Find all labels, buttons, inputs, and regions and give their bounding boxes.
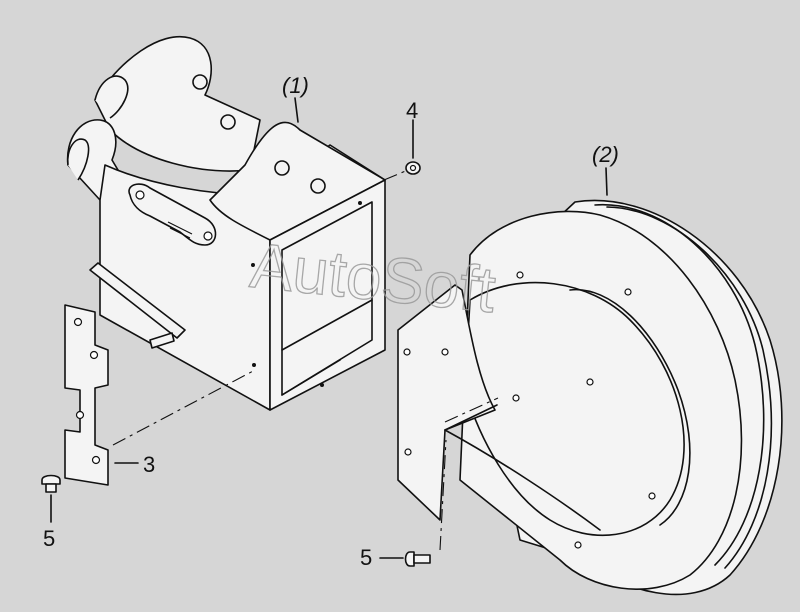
rivet-head xyxy=(404,551,415,567)
part-3-bracket xyxy=(64,304,109,486)
part-5-rivet-bottom xyxy=(404,551,431,567)
stud xyxy=(220,114,236,130)
bracket-hole xyxy=(203,231,213,241)
rivet-shank xyxy=(45,483,57,493)
centerline-plate xyxy=(444,397,499,423)
duct-upper-mouth xyxy=(94,75,129,119)
ring-bolt-hole xyxy=(624,288,632,296)
centerline-rivet xyxy=(439,439,447,551)
ring-rim-line-2 xyxy=(606,206,773,569)
rail-pin xyxy=(149,332,175,349)
callout-part-5-left: 5 xyxy=(43,526,55,551)
plate-bolt-hole xyxy=(441,348,449,356)
box-hole xyxy=(320,383,324,387)
ring-bolt-hole xyxy=(574,541,582,549)
box-inner-floor xyxy=(281,299,373,396)
centerline-washer xyxy=(383,169,409,181)
ring-bolt-hole xyxy=(512,394,520,402)
bracket-plate-hole xyxy=(75,410,85,420)
leader-1 xyxy=(294,97,299,123)
duct-lower-mouth xyxy=(66,138,90,181)
bracket-plate-hole xyxy=(73,317,83,327)
plate-fold-line xyxy=(444,404,498,431)
ring-bolt-hole xyxy=(586,378,594,386)
bracket-plate-hole xyxy=(91,455,101,465)
side-bracket xyxy=(128,183,217,246)
stud xyxy=(192,74,208,90)
leader-2 xyxy=(605,167,608,196)
bracket-plate-hole xyxy=(89,350,99,360)
part-5-rivet-left xyxy=(41,474,61,493)
ring-inner-edge xyxy=(569,288,691,526)
plate-bolt-hole xyxy=(404,448,412,456)
stud xyxy=(310,178,326,194)
ring-housing-assembly xyxy=(397,199,783,596)
box-hole xyxy=(252,363,256,367)
callout-assembly-2: (2) xyxy=(592,142,619,167)
ring-inner-opening xyxy=(464,281,685,537)
stud xyxy=(274,160,290,176)
callout-assembly-1: (1) xyxy=(282,73,309,98)
ring-bolt-hole xyxy=(516,271,524,279)
mounting-plate xyxy=(397,284,496,521)
duct-upper-pipe xyxy=(94,35,261,172)
ring-bolt-hole xyxy=(648,492,656,500)
part-4-washer xyxy=(405,161,421,175)
callout-part-4: 4 xyxy=(406,98,418,123)
plate-bolt-hole xyxy=(403,348,411,356)
plate-lower-edge xyxy=(444,429,601,531)
centerline-bracket-to-box xyxy=(112,369,256,446)
leader-lines xyxy=(50,97,608,559)
box-hole xyxy=(251,263,255,267)
rivet-head xyxy=(41,474,61,485)
box-hole xyxy=(358,201,362,205)
callout-part-3: 3 xyxy=(143,452,155,477)
bracket-plate xyxy=(64,304,109,486)
callout-part-5-bottom: 5 xyxy=(360,545,372,570)
box-front-opening xyxy=(281,201,373,396)
washer-hole xyxy=(409,164,417,172)
box-duct-assembly xyxy=(66,35,386,411)
bracket-slot xyxy=(167,221,193,239)
rivet-shank xyxy=(413,554,431,564)
side-rail xyxy=(89,262,186,339)
bracket-hole xyxy=(135,190,145,200)
